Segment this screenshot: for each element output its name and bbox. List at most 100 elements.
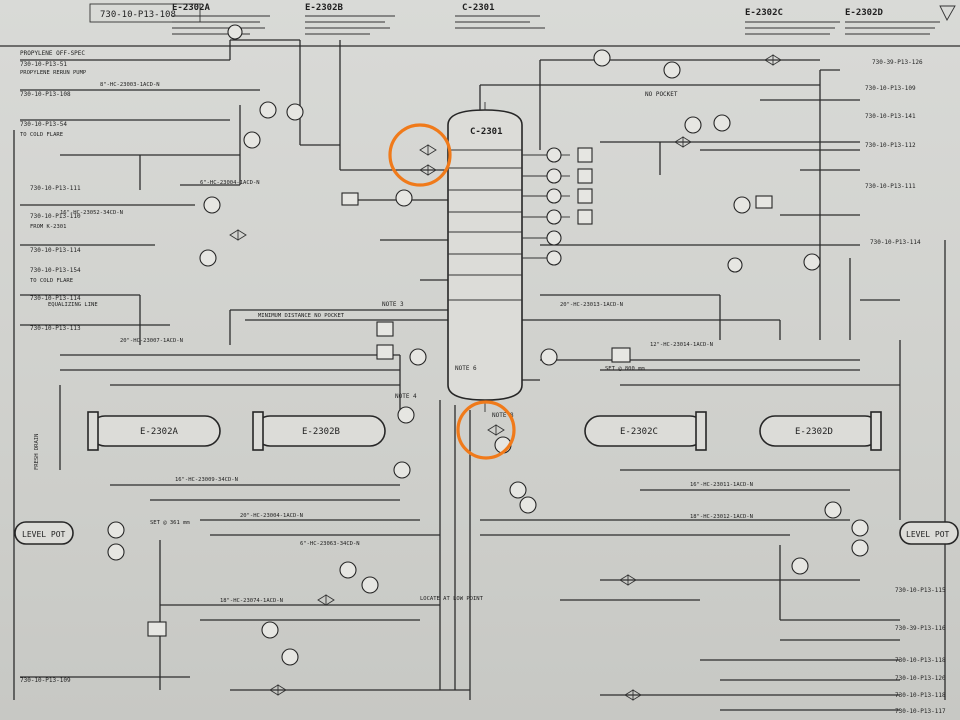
fv-box[interactable]: [341, 192, 359, 206]
lt-2301-instrument[interactable]: [409, 348, 427, 366]
ti-instrument[interactable]: [727, 257, 743, 273]
lt-instrument[interactable]: [684, 116, 702, 134]
left-stream-11: 730-10-P13-154: [30, 267, 81, 274]
pipe-label-6: 20"-HC-23004-1ACD-N: [240, 513, 303, 519]
rev-triangle: [939, 5, 956, 21]
tt-2307-box[interactable]: [577, 188, 593, 204]
left-stream-14: 730-10-P13-113: [30, 325, 81, 332]
note-set-361: SET @ 361 mm: [150, 520, 190, 526]
right-stream-4: 730-10-P13-112: [865, 142, 916, 149]
psv-2330a-instrument[interactable]: [259, 101, 277, 119]
note-equalizing-line: EQUALIZING LINE: [48, 302, 98, 308]
note-6: NOTE 6: [455, 365, 477, 372]
left-stream-6: TO COLD FLARE: [20, 132, 63, 138]
pt-2305-instrument[interactable]: [593, 49, 611, 67]
valves: [229, 54, 782, 701]
exchanger-c-label: E-2302C: [620, 427, 658, 437]
ft-2301a-instrument[interactable]: [261, 621, 279, 639]
note-fresh-drain: FRESH DRAIN: [34, 434, 40, 470]
column-label: C-2301: [470, 127, 503, 137]
left-stream-4: 730-10-P13-108: [20, 91, 71, 98]
lg-instrument[interactable]: [540, 348, 558, 366]
notes: NOTE 3 NOTE 4 NOTE 6 NOTE 8 NO POCKET MI…: [34, 91, 678, 602]
fe-2304-instrument[interactable]: [733, 196, 751, 214]
right-stream-10: 730-10-P13-120: [895, 675, 946, 682]
tt-2312-instrument[interactable]: [397, 406, 415, 424]
sheet-tag-box: [89, 3, 201, 23]
pipe-label-11: 6"-HC-23063-34CD-N: [300, 541, 360, 547]
tt-2305-box[interactable]: [577, 147, 593, 163]
pipe-label-12: 18"-HC-23012-1ACD-N: [690, 514, 753, 520]
header-e2302c: E-2302C: [745, 8, 783, 18]
main-piping: [13, 39, 946, 711]
header-c2301: C-2301: [462, 3, 495, 13]
te-2310-instrument[interactable]: [546, 250, 562, 266]
pi-instrument[interactable]: [227, 24, 243, 40]
left-stream-7: 730-10-P13-111: [30, 185, 81, 192]
left-stream-1: PROPYLENE OFF-SPEC: [20, 50, 85, 57]
pipe-label-4: 20"-HC-23007-1ACD-N: [120, 338, 183, 344]
column-temperature-instruments: [522, 147, 743, 273]
fv-2302-instrument[interactable]: [281, 648, 299, 666]
level-pot-left-label: LEVEL POT: [22, 530, 66, 539]
lahl-2301-box[interactable]: [147, 621, 167, 637]
lahl-box[interactable]: [376, 321, 394, 337]
ft-instrument[interactable]: [203, 196, 221, 214]
te-instrument[interactable]: [393, 461, 411, 479]
title-strip: 730-10-P13-108 E-2302A E-2302B C-2301 E-…: [0, 3, 960, 47]
lic-box[interactable]: [376, 344, 394, 360]
pg-instrument[interactable]: [803, 253, 821, 271]
left-stream-5: 730-10-P13-54: [20, 121, 67, 128]
tt-2306-box[interactable]: [577, 168, 593, 184]
tic-2301-instrument[interactable]: [824, 501, 842, 519]
left-stream-10: 730-10-P13-114: [30, 247, 81, 254]
pic-instrument[interactable]: [286, 103, 304, 121]
exchanger-a-label: E-2302A: [140, 427, 179, 437]
header-e2302a: E-2302A: [172, 3, 211, 13]
pipe-label-1: 8"-HC-23003-1ACD-N: [100, 82, 160, 88]
tt-instrument[interactable]: [663, 61, 681, 79]
note-4: NOTE 4: [395, 393, 417, 400]
right-stream-7: 730-10-P13-115: [895, 587, 946, 594]
te-2306-instrument[interactable]: [546, 168, 562, 184]
lic-2301-box[interactable]: [611, 347, 631, 363]
lt-instrument-right[interactable]: [851, 519, 869, 537]
right-stream-1: 730-39-P13-126: [872, 59, 923, 66]
exchanger-e2302b: E-2302B: [252, 411, 386, 451]
pipe-label-10: 16"-HC-23011-1ACD-N: [690, 482, 753, 488]
highlight-circle-top: [388, 123, 452, 187]
pipe-label-3: 16"-HC-23052-34CD-N: [60, 210, 123, 216]
hs-instrument[interactable]: [509, 481, 527, 499]
note-no-pocket: NO POCKET: [645, 91, 678, 98]
left-stream-8: 730-10-P13-110: [30, 213, 81, 220]
note-3-left: NOTE 3: [382, 301, 404, 308]
note-low-point: LOCATE AT LOW POINT: [420, 596, 484, 602]
tt-2308-box[interactable]: [577, 209, 593, 225]
sheet-tag: 730-10-P13-108: [100, 10, 176, 20]
fv-2301a-instrument[interactable]: [361, 576, 379, 594]
fy-instrument[interactable]: [339, 561, 357, 579]
lg-left-instrument[interactable]: [107, 543, 125, 561]
te-2305-instrument[interactable]: [546, 147, 562, 163]
note-set-800: SET @ 800 mm: [605, 366, 645, 372]
psv-2330b-instrument[interactable]: [243, 131, 261, 149]
hs-2301-instrument[interactable]: [519, 496, 537, 514]
lt-left-instrument[interactable]: [107, 521, 125, 539]
pipe-label-8: 12"-HC-23014-1ACD-N: [650, 342, 713, 348]
te-2308-instrument[interactable]: [546, 209, 562, 225]
lg-2302-instrument[interactable]: [851, 539, 869, 557]
tt-2301-instrument[interactable]: [791, 557, 809, 575]
left-stream-2: 730-10-P13-51: [20, 61, 67, 68]
fic-2301-instrument[interactable]: [395, 189, 413, 207]
header-e2302b: E-2302B: [305, 3, 344, 13]
te-2307-instrument[interactable]: [546, 188, 562, 204]
right-stream-9: 730-10-P13-118: [895, 657, 946, 664]
te-2309-instrument[interactable]: [546, 230, 562, 246]
level-pot-right: LEVEL POT: [899, 521, 959, 545]
instrument-bubbles: [107, 24, 869, 666]
fe-instrument[interactable]: [199, 249, 217, 267]
exchanger-d-label: E-2302D: [795, 427, 833, 437]
psv-instrument[interactable]: [713, 114, 731, 132]
fic-box[interactable]: [755, 195, 773, 209]
pipe-labels: 8"-HC-23003-1ACD-N 6"-HC-23004-1ACD-N 16…: [60, 82, 753, 604]
